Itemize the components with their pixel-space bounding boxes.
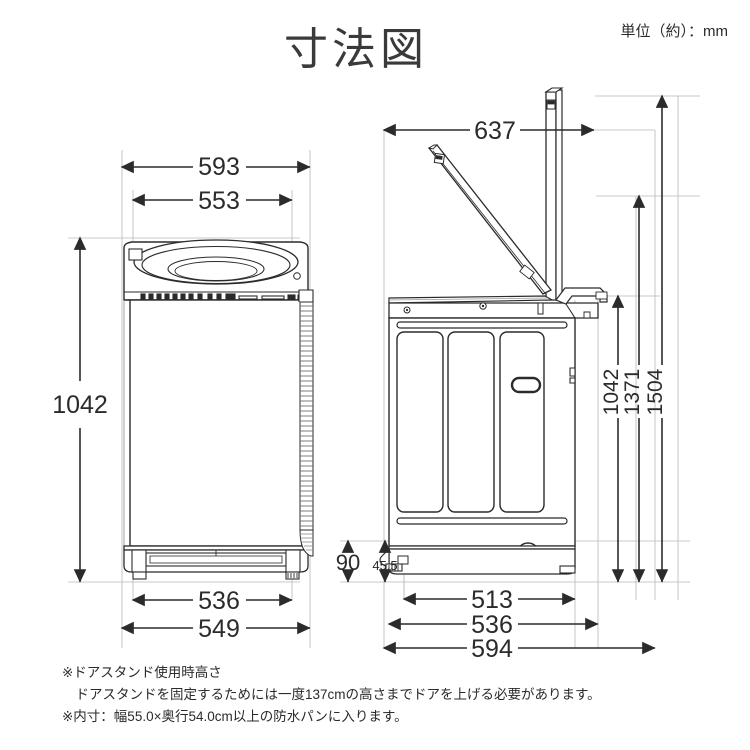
dim-front-top-outer: 593 [198, 153, 240, 181]
dim-side-bottom-middle: 536 [471, 611, 513, 639]
side-foot-left [385, 563, 403, 572]
side-upper-rib [396, 321, 568, 329]
dim-side-height-lid-open: 1504 [644, 368, 667, 415]
side-view-washing-machine [379, 87, 608, 575]
side-lower-rib [396, 517, 568, 525]
side-panel-3 [499, 331, 545, 513]
side-panel-2 [447, 331, 495, 513]
base-right-post [285, 549, 301, 573]
machine-body-front [129, 299, 303, 547]
dim-side-top-depth: 637 [474, 117, 516, 145]
lid-center-ellipse [174, 261, 258, 281]
front-view-washing-machine [123, 239, 314, 580]
side-foot-left-bracket [379, 547, 390, 569]
side-panel-1 [396, 331, 444, 513]
lid-hinge-detail [128, 248, 143, 261]
side-grip-handle [510, 376, 542, 394]
footnote-line-2: ドアスタンドを固定するためには一度137cmの高さまでドアを上げる必要があります… [62, 686, 601, 702]
foot-right [285, 571, 300, 580]
foot-left [132, 571, 147, 580]
dim-side-foot-offset: 45.5 [372, 558, 397, 573]
dim-side-base-height: 90 [336, 550, 360, 575]
dim-front-bottom-inner: 536 [198, 587, 240, 615]
dim-side-height-body: 1042 [600, 369, 623, 416]
dim-side-height-door-stand: 1371 [621, 369, 644, 416]
base-left-post [131, 549, 147, 573]
drain-hose-front [298, 289, 314, 557]
extension-lines-group [68, 95, 700, 648]
side-base-assembly [379, 545, 576, 575]
lid-latch-detail [293, 272, 301, 280]
dim-front-top-inner: 553 [198, 187, 240, 215]
dim-side-bottom-outer: 594 [471, 635, 513, 663]
dimension-labels-group: 593 553 1042 536 549 637 1042 1371 1504 … [52, 117, 667, 663]
unit-note: 単位（約）：mm [620, 23, 729, 40]
side-top-housing [388, 302, 599, 319]
base-inner-recess [149, 555, 283, 564]
dimension-lines-group [73, 94, 669, 655]
lid-opening-slant [388, 295, 555, 304]
side-right-latches [569, 367, 576, 384]
lid-open-vertical-panel [544, 87, 564, 301]
page-title: 寸法図 [284, 25, 428, 74]
foot-right-adjuster [287, 573, 298, 578]
side-foot-right [559, 565, 576, 574]
footnote-line-1: ※ドアスタンド使用時高さ [62, 665, 222, 680]
footnote-line-3: ※内寸：幅55.0×奥行54.0cm以上の防水パンに入ります。 [62, 708, 408, 724]
dim-side-bottom-inner: 513 [471, 586, 513, 614]
dim-front-height: 1042 [52, 391, 108, 419]
dim-front-bottom-outer: 549 [198, 615, 240, 643]
footnotes: ※ドアスタンド使用時高さ ドアスタンドを固定するためには一度137cmの高さまで… [62, 662, 601, 728]
lid-hinge-bracket [555, 287, 608, 319]
door-stand-arm [427, 144, 553, 295]
